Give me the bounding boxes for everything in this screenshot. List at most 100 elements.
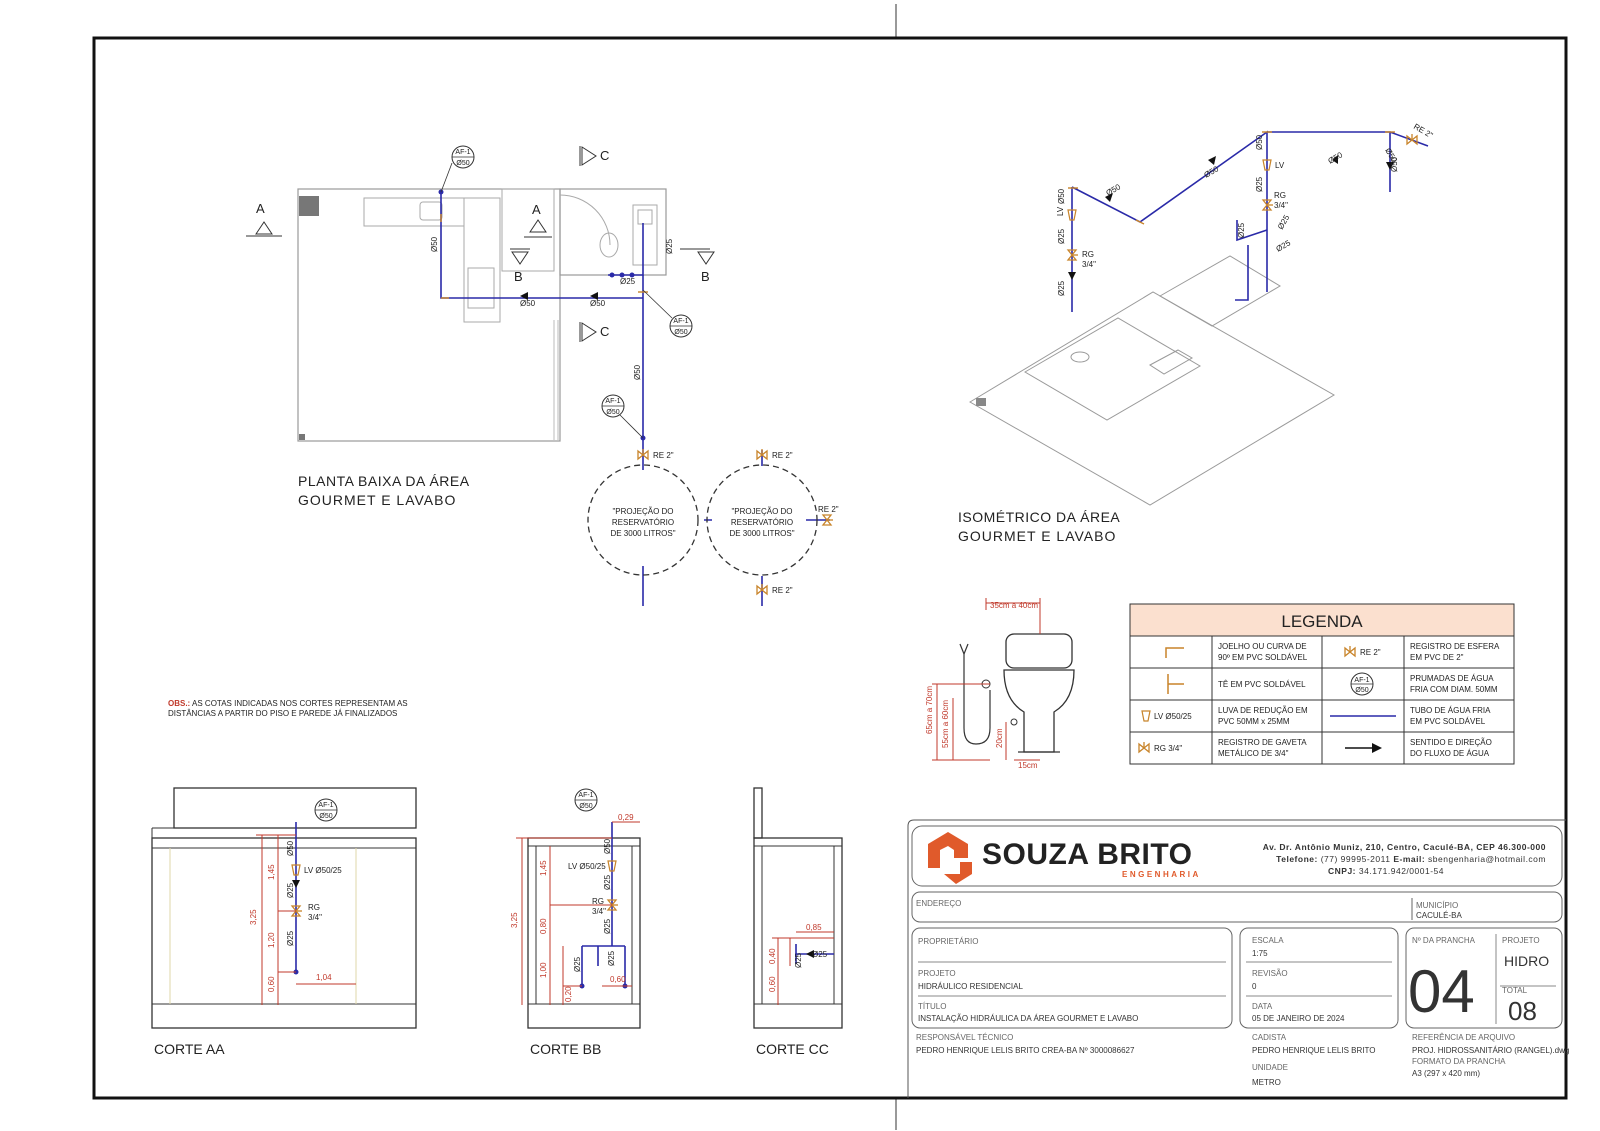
- aa-h1: 1,45: [267, 864, 276, 880]
- plan-labels: AF-1 Ø50 AF-1 Ø50 AF-1 Ø50 A A B B C C Ø…: [256, 148, 839, 595]
- plan-dia-50-v: Ø50: [430, 236, 439, 252]
- total-value: 08: [1508, 996, 1537, 1026]
- aa-lv: LV Ø50/25: [304, 866, 342, 875]
- section-bb-labels: AF-1 Ø50 0,29 Ø50 LV Ø50/25 Ø25 RG 3/4" …: [510, 792, 634, 1057]
- aa-h3: 0,60: [267, 976, 276, 992]
- iso-d50-a: Ø50: [1057, 188, 1066, 204]
- resp-value: PEDRO HENRIQUE LELIS BRITO CREA-BA Nº 30…: [916, 1046, 1135, 1055]
- toilet-detail: [932, 598, 1075, 761]
- plan-dia-50-v2: Ø50: [633, 364, 642, 380]
- iso-title-l2: GOURMET E LAVABO: [958, 528, 1116, 544]
- iso-rg-a: RG: [1082, 250, 1094, 259]
- iso-d25-d: Ø25: [1237, 222, 1246, 238]
- section-a-right: A: [532, 202, 541, 217]
- iso-rg-b-size: 3/4": [1274, 201, 1288, 210]
- legend-row3-desc-l1: LUVA DE REDUÇÃO EM: [1218, 706, 1308, 715]
- re-1: RE 2": [653, 451, 674, 460]
- iso-labels: Ø50 Ø50 Ø50 Ø50 Ø50 Ø50 Ø50 Ø25 Ø25 Ø25 …: [958, 122, 1435, 544]
- isometric-view: [969, 130, 1429, 506]
- projeto2-value: HIDRO: [1504, 953, 1549, 969]
- municipio-value: CACULÉ-BA: [1416, 911, 1462, 920]
- aa-h-total: 3,25: [249, 909, 258, 925]
- plan-dia-25-v: Ø25: [665, 238, 674, 254]
- cc-h2: 0,60: [768, 976, 777, 992]
- iso-lv-b: LV: [1275, 161, 1285, 170]
- aa-h2: 1,20: [267, 932, 276, 948]
- toilet-d2: 65cm a 70cm: [925, 686, 934, 734]
- bb-h-total: 3,25: [510, 912, 519, 928]
- bb-h1: 1,45: [539, 860, 548, 876]
- prancha-value: 04: [1408, 958, 1475, 1025]
- bb-h4: 0,20: [564, 986, 573, 1002]
- aa-rg-size: 3/4": [308, 913, 322, 922]
- legend-row4-desc2-l1: SENTIDO E DIREÇÃO: [1410, 738, 1492, 747]
- resp-label: RESPONSÁVEL TÉCNICO: [916, 1033, 1013, 1042]
- prancha-label: Nº DA PRANCHA: [1412, 936, 1476, 945]
- legend-row2-af-dia: Ø50: [1355, 687, 1368, 694]
- reservoir-1-l1: "PROJEÇÃO DO: [612, 507, 673, 516]
- company-sub: ENGENHARIA: [1122, 870, 1201, 879]
- floor-plan: [246, 145, 834, 606]
- cc-w1: 0,85: [806, 923, 822, 932]
- aa-af-dia: Ø50: [319, 813, 332, 820]
- iso-d25-a: Ø25: [1057, 228, 1066, 244]
- obs-note: OBS.: AS COTAS INDICADAS NOS CORTES REPR…: [168, 699, 408, 718]
- legend-row2-sym2: AF-1: [1354, 677, 1369, 684]
- total-label: TOTAL: [1502, 986, 1528, 995]
- obs-label: OBS.:: [168, 699, 190, 708]
- legend-row3-desc2-l2: EM PVC SOLDÁVEL: [1410, 717, 1486, 726]
- bb-af-code: AF-1: [578, 792, 593, 799]
- reservoir-1-l3: DE 3000 LITROS": [610, 529, 675, 538]
- titulo-value: INSTALAÇÃO HIDRÁULICA DA ÁREA GOURMET E …: [918, 1014, 1138, 1023]
- reservoir-2-l1: "PROJEÇÃO DO: [731, 507, 792, 516]
- iso-d25-f: Ø25: [1275, 238, 1293, 254]
- titulo-label: TÍTULO: [918, 1002, 946, 1011]
- toilet-d3: 55cm a 60cm: [941, 700, 950, 748]
- iso-lv-a: LV: [1056, 206, 1065, 216]
- iso-rg-b: RG: [1274, 191, 1286, 200]
- obs-text-l1: AS COTAS INDICADAS NOS CORTES REPRESENTA…: [190, 699, 407, 708]
- bb-d25-b: Ø25: [603, 918, 612, 934]
- legend-row3-desc2-l1: TUBO DE ÁGUA FRIA: [1410, 706, 1491, 715]
- plan-title-l1: PLANTA BAIXA DA ÁREA: [298, 473, 470, 489]
- section-b-left: B: [514, 269, 523, 284]
- company-name: SOUZA BRITO: [982, 838, 1193, 871]
- iso-d25-e: Ø25: [1276, 213, 1292, 231]
- endereco-label: ENDEREÇO: [916, 899, 961, 908]
- iso-title-l1: ISOMÉTRICO DA ÁREA: [958, 509, 1120, 525]
- projeto-label: PROJETO: [918, 969, 956, 978]
- section-c-bottom: C: [600, 324, 609, 339]
- aa-rg: RG: [308, 903, 320, 912]
- bb-d50: Ø50: [603, 838, 612, 854]
- cnpj: 34.171.942/0001-54: [1359, 866, 1444, 876]
- svg-text:CNPJ: 34.171.942/0001-54: CNPJ: 34.171.942/0001-54: [1328, 866, 1444, 876]
- section-b-right: B: [701, 269, 710, 284]
- legend-row1-desc-l2: 90º EM PVC SOLDÁVEL: [1218, 653, 1308, 662]
- svg-text:Telefone: (77) 99995-2011: Telefone: (77) 99995-2011 E-mail: sbenge…: [1276, 854, 1546, 864]
- af-code-2: AF-1: [673, 318, 688, 325]
- data-label: DATA: [1252, 1002, 1273, 1011]
- iso-d50-b: Ø50: [1105, 182, 1123, 198]
- legend-row1-desc2-l1: REGISTRO DE ESFERA: [1410, 642, 1500, 651]
- aa-d50: Ø50: [286, 840, 295, 856]
- bb-lv: LV Ø50/25: [568, 862, 606, 871]
- iso-d50-g: Ø50: [1390, 156, 1399, 172]
- revisao-label: REVISÃO: [1252, 969, 1288, 978]
- cc-h1: 0,40: [768, 948, 777, 964]
- legend-row2-desc2-l2: FRIA COM DIAM. 50MM: [1410, 685, 1498, 694]
- revisao-value: 0: [1252, 982, 1257, 991]
- section-bb: [516, 788, 641, 1029]
- legend-row4-desc-l1: REGISTRO DE GAVETA: [1218, 738, 1307, 747]
- unidade-label: UNIDADE: [1252, 1063, 1288, 1072]
- section-c-top: C: [600, 148, 609, 163]
- iso-d50-e: Ø50: [1327, 150, 1345, 166]
- plan-dia-50-h2: Ø50: [590, 299, 606, 308]
- iso-d25-c: Ø25: [1255, 176, 1264, 192]
- plan-dia-25-h: Ø25: [620, 277, 636, 286]
- bb-d25-a: Ø25: [603, 874, 612, 890]
- section-aa-labels: AF-1 Ø50 Ø50 LV Ø50/25 Ø25 RG 3/4" Ø25 3…: [154, 802, 342, 1057]
- email: sbengenharia@hotmail.com: [1428, 854, 1546, 864]
- company-address: Av. Dr. Antônio Muniz, 210, Centro, Cacu…: [1263, 842, 1546, 852]
- toilet-d4: 20cm: [995, 728, 1004, 748]
- legend-labels: LEGENDA JOELHO OU CURVA DE 90º EM PVC SO…: [1154, 612, 1500, 758]
